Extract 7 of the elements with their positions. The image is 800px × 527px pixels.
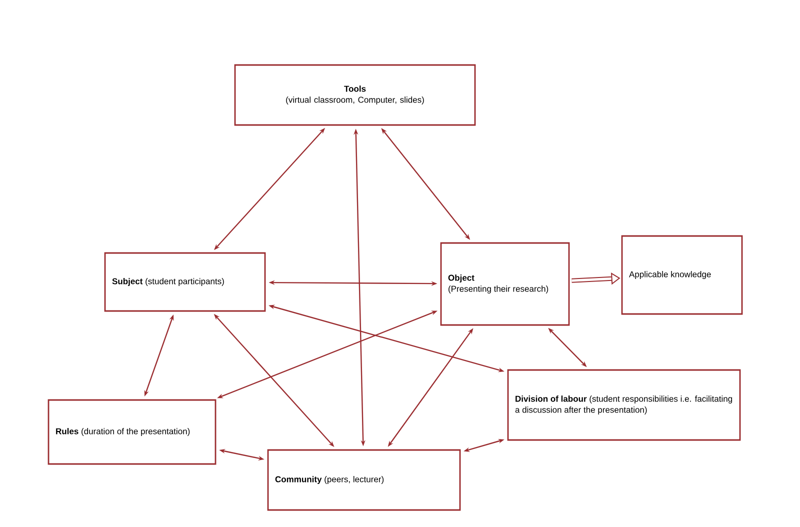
text-box: Rules (duration of the presentation) — [48, 399, 216, 465]
text-box: Applicable knowledge — [621, 235, 743, 315]
text-box: Object (Presenting their research) — [440, 242, 570, 326]
text-box: Division of labour (student responsibilities i.e. facilitating a discussion after the presentation) — [507, 369, 741, 441]
text-box: Subject (student participants) — [104, 252, 266, 312]
text-box: Community (peers, lecturer) — [267, 449, 461, 511]
text-box: Tools (virtual classroom, Computer, slides) — [234, 64, 476, 126]
